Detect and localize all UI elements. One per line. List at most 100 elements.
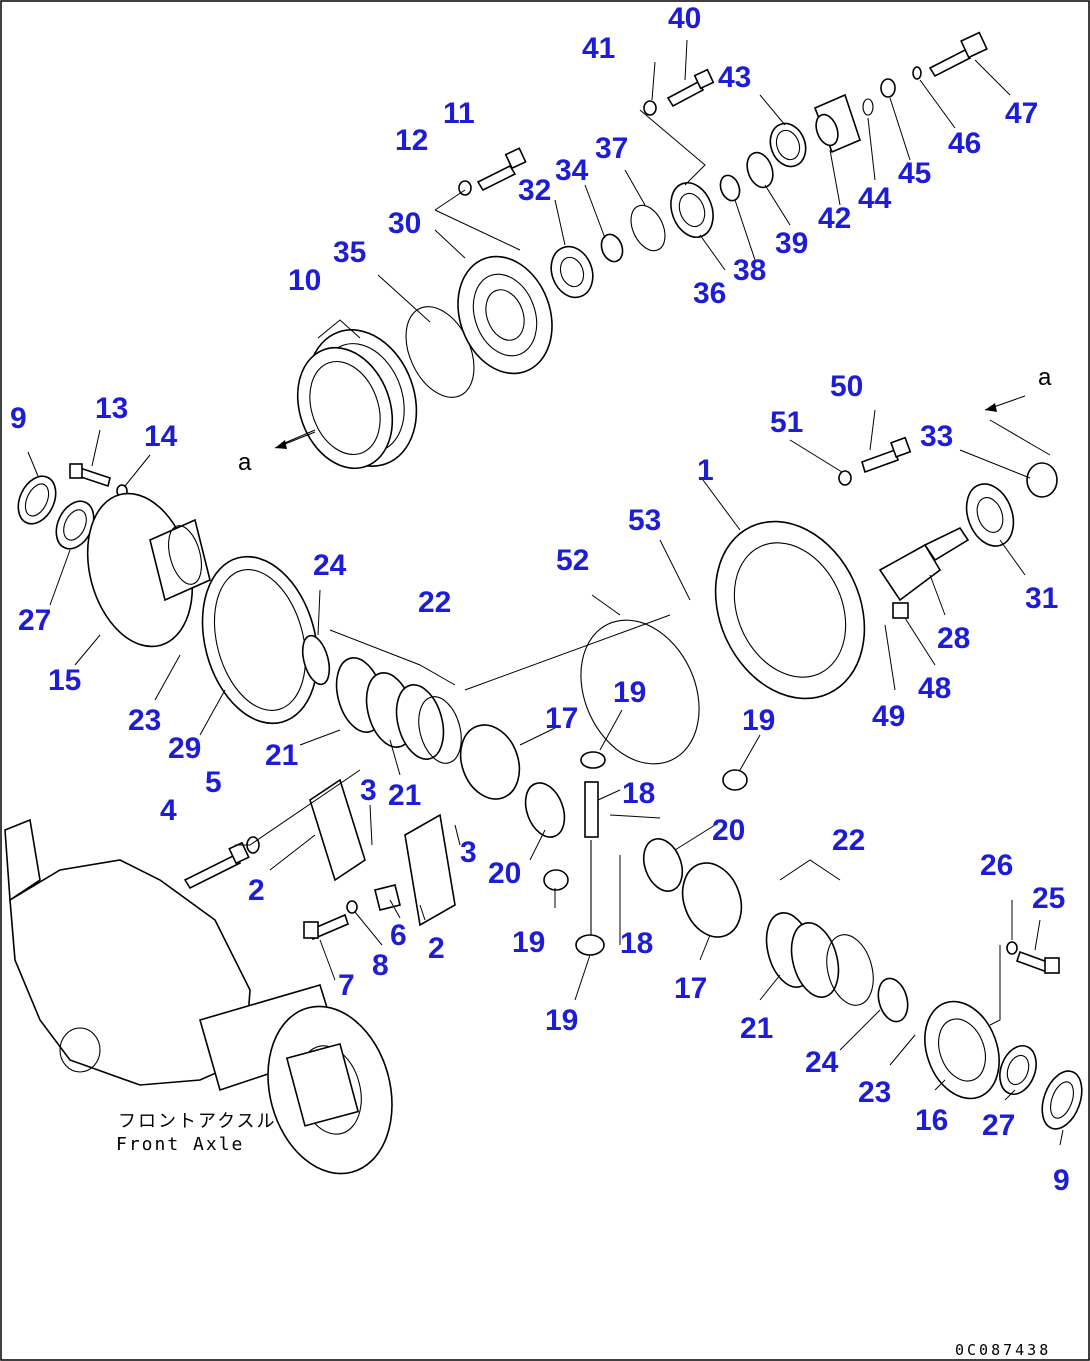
callout-12[interactable]: 12: [395, 124, 428, 157]
callout-49[interactable]: 49: [872, 700, 905, 733]
callout-45[interactable]: 45: [898, 157, 931, 190]
callout-40[interactable]: 40: [668, 2, 701, 35]
ring-38: [719, 174, 741, 202]
callout-4[interactable]: 4: [160, 794, 177, 827]
callout-2-left[interactable]: 2: [248, 874, 265, 907]
callout-22-left[interactable]: 22: [418, 586, 451, 619]
callout-27-right[interactable]: 27: [982, 1109, 1015, 1142]
callout-23-right[interactable]: 23: [858, 1076, 891, 1109]
callout-22-right[interactable]: 22: [832, 824, 865, 857]
callout-9-right[interactable]: 9: [1053, 1164, 1070, 1197]
callout-50[interactable]: 50: [830, 370, 863, 403]
disc-pack-10: [296, 329, 418, 470]
callout-8[interactable]: 8: [372, 949, 389, 982]
callout-46[interactable]: 46: [948, 127, 981, 160]
callout-11[interactable]: 11: [443, 97, 475, 130]
callout-9-left[interactable]: 9: [10, 402, 27, 435]
callout-51[interactable]: 51: [770, 406, 803, 439]
callout-19-right[interactable]: 19: [742, 704, 775, 737]
seal-9-left: [17, 475, 57, 525]
washer-45: [880, 78, 896, 98]
callout-18-top[interactable]: 18: [622, 777, 655, 810]
callout-52[interactable]: 52: [556, 544, 589, 577]
callout-13[interactable]: 13: [95, 392, 128, 425]
callout-53[interactable]: 53: [628, 504, 661, 537]
callout-33[interactable]: 33: [920, 420, 953, 453]
assembly-caption-en: Front Axle: [116, 1134, 244, 1155]
bearing-27-right: [999, 1044, 1037, 1096]
callout-29[interactable]: 29: [168, 732, 201, 765]
bolt-4: [183, 841, 250, 890]
gear-20-right: [642, 838, 684, 892]
callout-48[interactable]: 48: [918, 672, 951, 705]
callout-24-right[interactable]: 24: [805, 1046, 839, 1079]
leader-lines: [27, 39, 1064, 1146]
callout-38[interactable]: 38: [733, 254, 766, 287]
callout-numbers: 1 2 2 3 3 4 5 6 7 8 9 9 10 11 12 13 14 1…: [10, 2, 1070, 1197]
callout-25[interactable]: 25: [1032, 882, 1065, 915]
pinion-19-top: [580, 751, 606, 769]
callout-20-right[interactable]: 20: [712, 814, 745, 847]
callout-14[interactable]: 14: [144, 420, 178, 453]
assembly-caption-jp: フロントアクスル: [118, 1111, 277, 1132]
callout-6[interactable]: 6: [390, 919, 407, 952]
callout-28[interactable]: 28: [937, 622, 970, 655]
disc-pack-21-right: [765, 912, 874, 1006]
shaft-18: [584, 781, 599, 935]
callout-35[interactable]: 35: [333, 236, 366, 269]
washer-24-left: [301, 634, 331, 686]
callout-19-top[interactable]: 19: [613, 676, 646, 709]
callout-36[interactable]: 36: [693, 277, 726, 310]
callout-19-left[interactable]: 19: [512, 926, 545, 959]
callout-17-top[interactable]: 17: [545, 702, 578, 735]
case-17-right: [681, 862, 743, 938]
callout-20-left[interactable]: 20: [488, 857, 521, 890]
washer-41: [643, 100, 657, 116]
bolt-46: [928, 31, 988, 78]
callout-39[interactable]: 39: [775, 227, 808, 260]
callout-27-left[interactable]: 27: [18, 604, 51, 637]
callout-43[interactable]: 43: [718, 61, 751, 94]
pinion-19-bottom: [575, 934, 605, 956]
callout-41[interactable]: 41: [582, 32, 615, 65]
housing-1: [714, 520, 866, 700]
callout-26[interactable]: 26: [980, 849, 1013, 882]
callout-21-left[interactable]: 21: [265, 739, 298, 772]
callout-37[interactable]: 37: [595, 132, 628, 165]
callout-3-left[interactable]: 3: [360, 774, 377, 807]
callout-3-right[interactable]: 3: [460, 836, 477, 869]
callout-42[interactable]: 42: [818, 202, 851, 235]
callout-19-bottom[interactable]: 19: [545, 1004, 578, 1037]
callout-17-bottom[interactable]: 17: [674, 972, 707, 1005]
callout-31[interactable]: 31: [1025, 582, 1058, 615]
callout-7[interactable]: 7: [338, 969, 355, 1002]
o-ring-37: [630, 204, 666, 252]
callout-15[interactable]: 15: [48, 664, 81, 697]
callout-23-left[interactable]: 23: [128, 704, 161, 737]
callout-21-right[interactable]: 21: [740, 1012, 773, 1045]
callout-34[interactable]: 34: [555, 154, 589, 187]
callout-21-mid[interactable]: 21: [388, 779, 421, 812]
callout-18-bottom[interactable]: 18: [620, 927, 653, 960]
connector-arrow-right: [984, 395, 1026, 412]
drawing-reference: 0C087438: [955, 1341, 1051, 1359]
callout-30[interactable]: 30: [388, 207, 421, 240]
callout-2-right[interactable]: 2: [428, 932, 445, 965]
cage-36: [670, 182, 714, 238]
connector-label-a-left: a: [238, 449, 252, 476]
cap-2-left: [309, 778, 366, 882]
callout-1[interactable]: 1: [697, 454, 714, 487]
cap-2-right: [404, 813, 456, 927]
pinion-28: [878, 526, 970, 602]
callout-5[interactable]: 5: [205, 766, 222, 799]
callout-44[interactable]: 44: [858, 182, 892, 215]
callout-16[interactable]: 16: [915, 1104, 948, 1137]
seal-9-right: [1041, 1070, 1083, 1130]
callout-32[interactable]: 32: [518, 174, 551, 207]
callout-10[interactable]: 10: [288, 264, 321, 297]
callout-47[interactable]: 47: [1005, 97, 1038, 130]
callout-24-left[interactable]: 24: [313, 549, 347, 582]
pinion-19-left: [543, 869, 569, 891]
